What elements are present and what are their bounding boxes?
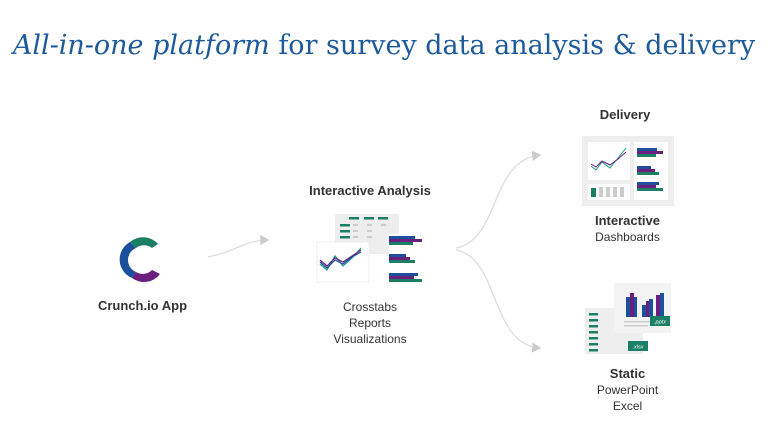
static-illustration-icon: .pptx .xlsx [585, 283, 671, 354]
static-heading: Static [609, 366, 646, 381]
analysis-items: Crosstabs Reports Visualizations [300, 299, 440, 347]
static-item-powerpoint: PowerPoint [596, 383, 659, 397]
static-item-excel: Excel [612, 399, 643, 413]
analysis-item-visualizations: Visualizations [333, 332, 407, 346]
arrow-to-interactive [455, 150, 542, 249]
xlsx-badge: .xlsx [633, 345, 644, 351]
analysis-item-reports: Reports [348, 316, 392, 330]
static-delivery-label: Static PowerPoint Excel [570, 366, 685, 414]
arrow-to-static [455, 249, 542, 353]
page-title: All-in-one platform for survey data anal… [0, 30, 768, 61]
analysis-item-crosstabs: Crosstabs [342, 300, 398, 314]
crunch-logo-icon [119, 237, 160, 282]
pptx-badge: .pptx [654, 320, 666, 326]
title-emphasis: All-in-one platform [12, 30, 270, 61]
delivery-heading: Delivery [599, 107, 651, 122]
app-label: Crunch.io App [97, 298, 188, 313]
interactive-sub: Dashboards [595, 230, 660, 244]
title-rest: for survey data analysis & delivery [269, 30, 756, 61]
analysis-heading: Interactive Analysis [309, 183, 431, 198]
dashboard-illustration-icon [582, 136, 674, 206]
interactive-delivery-label: Interactive Dashboards [570, 213, 685, 245]
analysis-illustration-icon [316, 214, 422, 283]
arrow-app-to-analysis [207, 234, 270, 258]
interactive-heading: Interactive [594, 213, 661, 228]
